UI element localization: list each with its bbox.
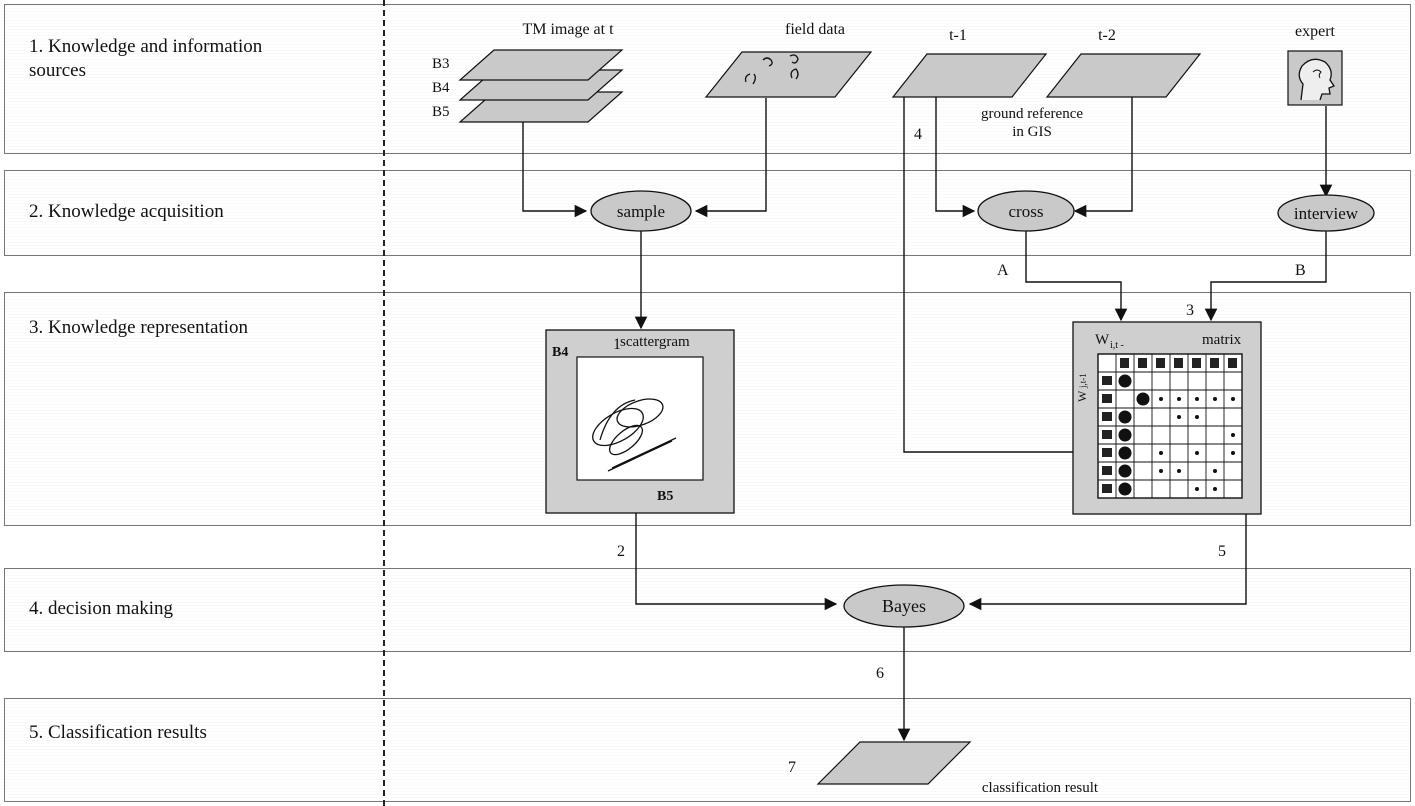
cross-node: cross xyxy=(978,191,1074,231)
path-b-label: B xyxy=(1295,262,1306,279)
scattergram-to-bayes xyxy=(636,513,836,604)
step-4-number: 4 xyxy=(914,126,922,143)
matrix-small-dot xyxy=(1177,415,1181,419)
t-minus-1-shape xyxy=(893,54,1046,97)
matrix-small-dot xyxy=(1213,487,1217,491)
t2-to-cross xyxy=(1075,97,1132,211)
matrix-large-dot xyxy=(1119,483,1132,496)
tm-image-label: TM image at t xyxy=(522,21,614,38)
matrix-header-glyph xyxy=(1228,358,1237,368)
matrix-w-label: W xyxy=(1095,332,1110,348)
ground-reference-label: ground reference xyxy=(981,106,1083,122)
scattergram-x-axis: B5 xyxy=(657,489,673,504)
sample-node: sample xyxy=(591,191,691,231)
matrix-row-glyph xyxy=(1102,394,1112,403)
matrix-header-glyph xyxy=(1192,358,1201,368)
sample-label: sample xyxy=(617,202,665,221)
matrix-side-subscript: j,t-1 xyxy=(1078,373,1088,389)
matrix-small-dot xyxy=(1231,433,1235,437)
t-minus-2-label: t-2 xyxy=(1098,27,1116,44)
field-to-sample xyxy=(696,98,766,211)
matrix-row-glyph xyxy=(1102,484,1112,493)
matrix-row-glyph xyxy=(1102,412,1112,421)
gis-layer-t-minus-2: t-2 xyxy=(1047,27,1200,97)
matrix-small-dot xyxy=(1195,451,1199,455)
matrix-grid xyxy=(1098,354,1242,498)
matrix-small-dot xyxy=(1159,469,1163,473)
matrix-row-glyph xyxy=(1102,430,1112,439)
band-label-b4: B4 xyxy=(432,80,450,96)
band-label-b5: B5 xyxy=(432,104,450,120)
field-data-layer: field data xyxy=(706,21,871,97)
interview-label: interview xyxy=(1294,204,1359,223)
matrix-side-label: W xyxy=(1075,390,1089,402)
matrix-small-dot xyxy=(1177,397,1181,401)
matrix-large-dot xyxy=(1119,465,1132,478)
matrix-large-dot xyxy=(1119,429,1132,442)
step-1-number: 1 xyxy=(613,336,621,353)
matrix-small-dot xyxy=(1195,487,1199,491)
matrix-large-dot xyxy=(1119,375,1132,388)
matrix-header-glyph xyxy=(1156,358,1165,368)
matrix-header-glyph xyxy=(1210,358,1219,368)
matrix-small-dot xyxy=(1231,397,1235,401)
matrix-w-subscript: i,t - xyxy=(1110,340,1124,351)
step-2-number: 2 xyxy=(617,543,625,560)
matrix-small-dot xyxy=(1195,397,1199,401)
scattergram-title: scattergram xyxy=(620,334,690,350)
matrix-row-glyph xyxy=(1102,376,1112,385)
t1-to-cross xyxy=(936,97,974,211)
matrix-title: matrix xyxy=(1202,332,1242,348)
matrix-row-glyph xyxy=(1102,466,1112,475)
matrix-header-glyph xyxy=(1120,358,1129,368)
matrix-large-dot xyxy=(1119,447,1132,460)
bayes-node: Bayes xyxy=(844,585,964,627)
classification-result-label: classification result xyxy=(982,780,1099,796)
matrix-small-dot xyxy=(1159,451,1163,455)
matrix-header-glyph xyxy=(1174,358,1183,368)
scattergram-panel: scattergram B4 B5 xyxy=(546,330,734,513)
step-3-number: 3 xyxy=(1186,302,1194,319)
step-5-number: 5 xyxy=(1218,543,1226,560)
t-minus-2-shape xyxy=(1047,54,1200,97)
bayes-label: Bayes xyxy=(882,596,926,616)
matrix-header-glyph xyxy=(1138,358,1147,368)
band-label-b3: B3 xyxy=(432,56,450,72)
matrix-large-dot xyxy=(1137,393,1150,406)
field-data-label: field data xyxy=(785,21,845,38)
matrix-small-dot xyxy=(1213,469,1217,473)
classification-result: classification result xyxy=(818,742,1099,796)
t-minus-1-label: t-1 xyxy=(949,27,967,44)
expert-label: expert xyxy=(1295,23,1336,40)
step-6-number: 6 xyxy=(876,665,884,682)
ground-reference-label-2: in GIS xyxy=(1012,124,1052,140)
matrix-row-glyph xyxy=(1102,448,1112,457)
cross-to-matrix xyxy=(1026,231,1121,320)
scattergram-y-axis: B4 xyxy=(552,345,568,360)
matrix-small-dot xyxy=(1195,415,1199,419)
path-a-label: A xyxy=(997,262,1009,279)
cross-label: cross xyxy=(1009,202,1044,221)
field-data-shape xyxy=(706,52,871,97)
matrix-small-dot xyxy=(1177,469,1181,473)
tm-to-sample xyxy=(523,122,586,211)
matrix-large-dot xyxy=(1119,411,1132,424)
matrix-panel: W i,t - matrix W j,t-1 xyxy=(1073,322,1261,514)
step-7-number: 7 xyxy=(788,759,796,776)
matrix-small-dot xyxy=(1159,397,1163,401)
tm-image-stack: TM image at t B3 B4 B5 xyxy=(432,21,622,122)
matrix-small-dot xyxy=(1231,451,1235,455)
classification-result-shape xyxy=(818,742,970,784)
expert-icon: expert xyxy=(1288,23,1342,105)
matrix-small-dot xyxy=(1213,397,1217,401)
interview-to-matrix xyxy=(1211,229,1326,320)
gis-layer-t-minus-1: t-1 xyxy=(893,27,1046,97)
interview-node: interview xyxy=(1278,195,1374,231)
